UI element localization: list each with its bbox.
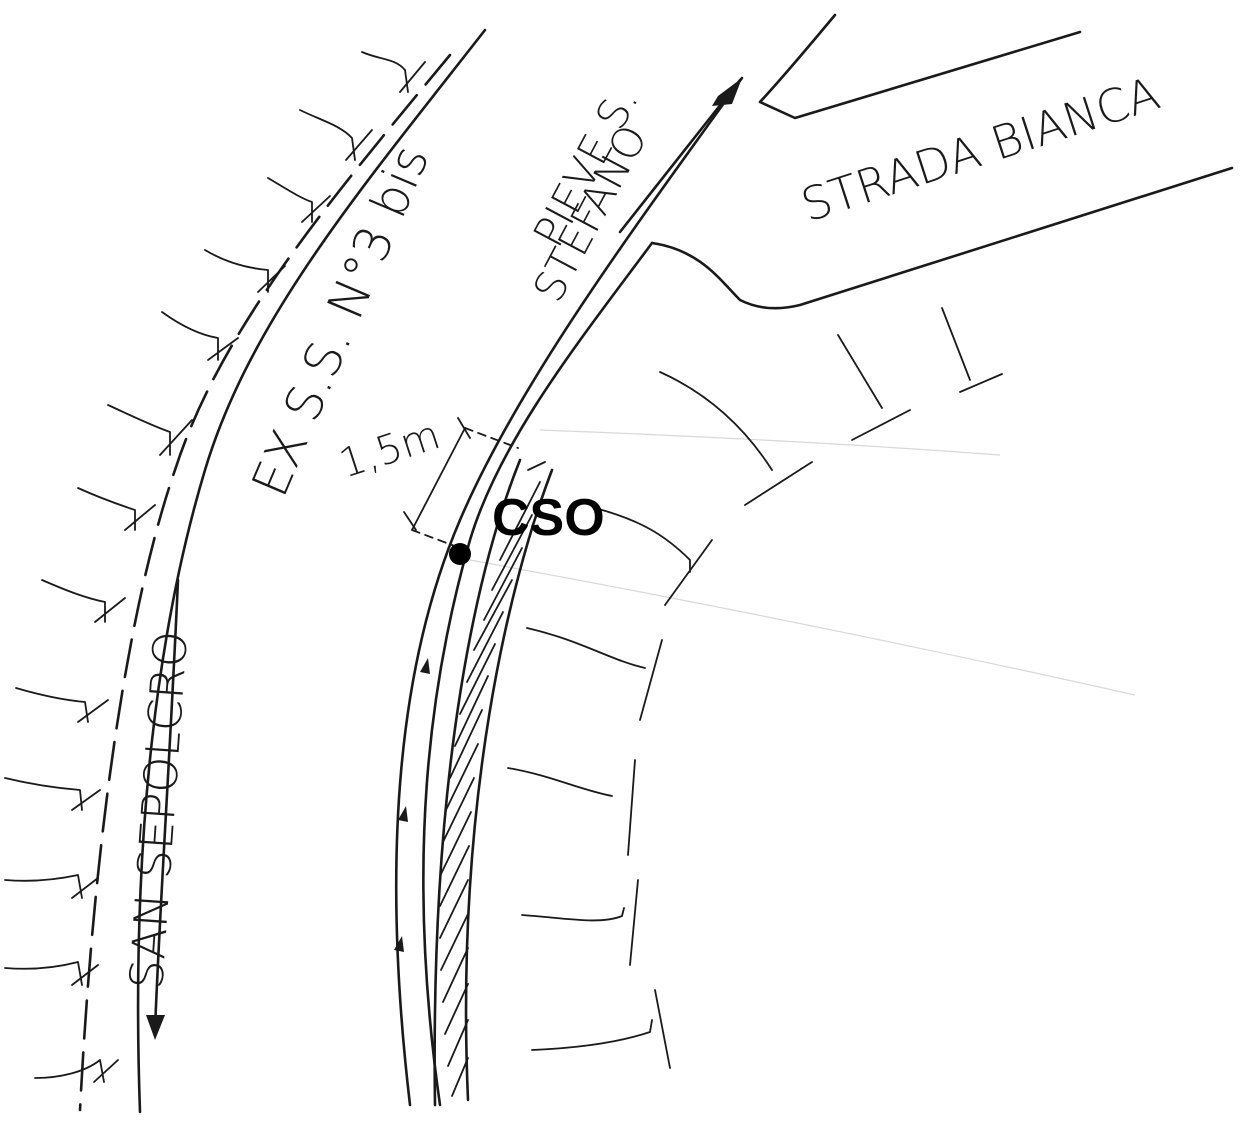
- embankment-tick-icon: [77, 487, 156, 531]
- road-west-edge: [78, 28, 487, 1114]
- embankment-tick-icon: [34, 1059, 119, 1083]
- embankment-tick-icon: [299, 109, 373, 161]
- embankment-tick-icon: [594, 507, 713, 606]
- filled-dot-icon: [449, 543, 471, 565]
- embankment-ticks-west: [4, 51, 426, 1083]
- embankment-tick-icon: [521, 879, 639, 966]
- distance-label: 1,5m: [334, 412, 446, 487]
- road-east-edge: [394, 76, 744, 1107]
- embankment-tick-icon: [161, 311, 239, 361]
- embankment-tick-icon: [526, 627, 663, 721]
- embankment-tick-icon: [4, 874, 99, 899]
- embankment-tick-icon: [507, 759, 636, 856]
- dimension-box: [403, 417, 519, 549]
- direction-south-label: SAN SEPOLCRO: [119, 629, 198, 991]
- embankment-tick-icon: [941, 307, 1003, 393]
- arrow-south: [146, 578, 180, 1040]
- hatched-shoulder: [439, 461, 546, 1097]
- point-label: CSO: [492, 489, 605, 547]
- embankment-tick-icon: [107, 404, 193, 456]
- embankment-tick-icon: [267, 177, 331, 223]
- embankment-tick-icon: [204, 249, 286, 293]
- embankment-tick-icon: [4, 777, 101, 811]
- side-road-edges: [650, 13, 1234, 310]
- arrowhead-icon: [394, 658, 430, 952]
- embankment-tick-icon: [41, 579, 126, 623]
- paper-creases: [469, 429, 1136, 696]
- embankment-tick-icon: [15, 687, 109, 723]
- embankment-tick-icon: [531, 989, 671, 1069]
- embankment-tick-icon: [837, 334, 911, 441]
- embankment-tick-icon: [361, 51, 426, 93]
- embankment-tick-icon: [4, 961, 99, 986]
- embankment-ticks-east: [507, 307, 1003, 1069]
- embankment-tick-icon: [659, 371, 813, 506]
- arrow-north: [618, 78, 742, 234]
